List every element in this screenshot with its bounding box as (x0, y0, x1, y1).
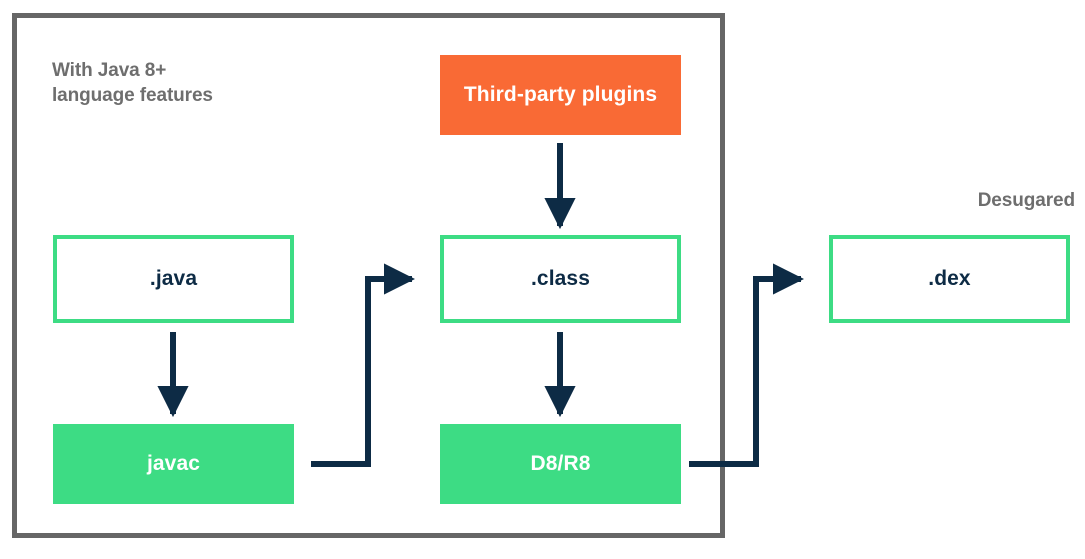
node-dot-dex[interactable]: .dex (829, 235, 1070, 323)
desugared-caption: Desugared (977, 190, 1075, 211)
java8-group-container (12, 13, 725, 538)
node-d8-r8[interactable]: D8/R8 (440, 424, 681, 504)
node-dot-java[interactable]: .java (53, 235, 294, 323)
node-third-party-plugins[interactable]: Third-party plugins (440, 55, 681, 135)
group-caption-java8: With Java 8+ language features (52, 60, 213, 106)
node-dot-class[interactable]: .class (440, 235, 681, 323)
node-javac[interactable]: javac (53, 424, 294, 504)
